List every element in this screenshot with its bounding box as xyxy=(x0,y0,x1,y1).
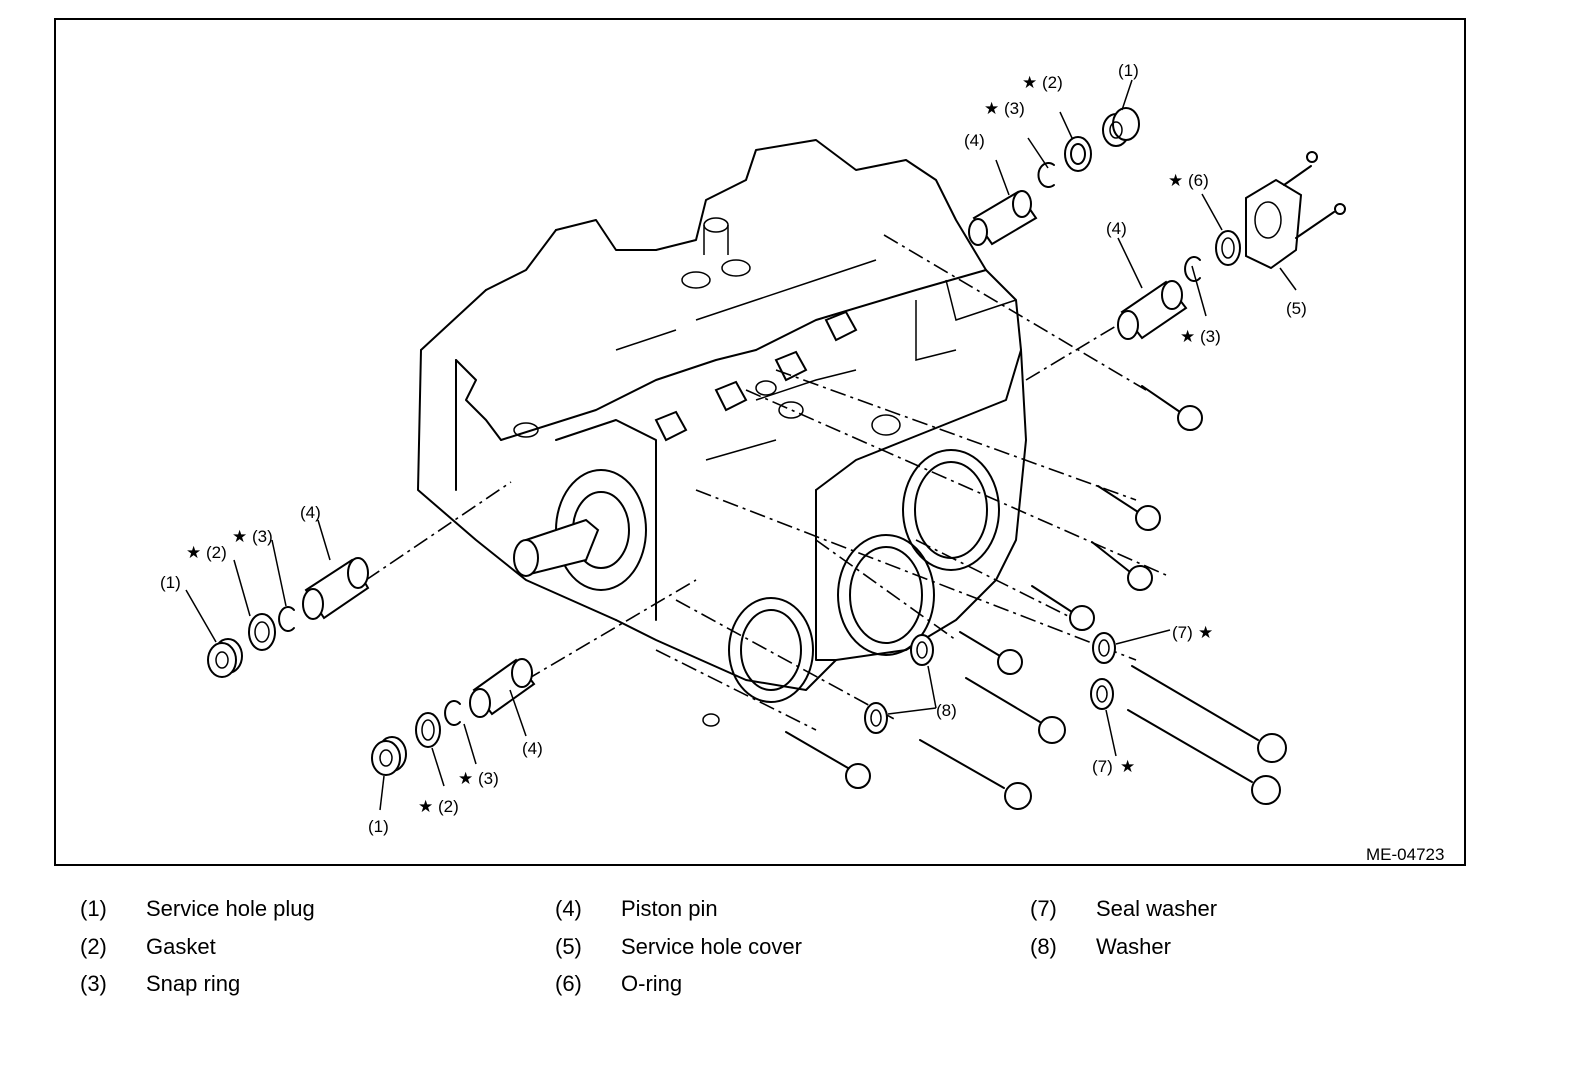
bolt xyxy=(1127,709,1281,805)
legend-label: Service hole cover xyxy=(621,934,802,959)
callout-7-bottom: (7) xyxy=(1092,757,1113,776)
legend-number: (5) xyxy=(555,934,582,959)
legend-number: (4) xyxy=(555,896,582,921)
legend-number: (8) xyxy=(1030,934,1057,959)
legend-number: (1) xyxy=(80,896,107,921)
callout-4-bottom: (4) xyxy=(522,739,543,758)
bolt xyxy=(1131,665,1287,763)
washer-bottom xyxy=(864,702,888,734)
washer-top xyxy=(910,634,934,666)
star-mark: ★ xyxy=(1168,171,1183,190)
service-hole-cover xyxy=(1245,178,1303,270)
bolt xyxy=(965,677,1066,744)
callout-2-bottom: (2) xyxy=(438,797,459,816)
star-mark: ★ xyxy=(1120,757,1135,776)
legend-label: O-ring xyxy=(621,971,683,996)
legend-label: Seal washer xyxy=(1096,896,1218,921)
callout-7-top: (7) xyxy=(1172,623,1193,642)
callout-5: (5) xyxy=(1286,299,1307,318)
star-mark: ★ xyxy=(458,769,473,788)
right-mid-service-hole-assembly xyxy=(1117,151,1346,340)
bolt xyxy=(1097,485,1161,531)
bolt xyxy=(1031,585,1095,631)
seal-washer-top xyxy=(1092,632,1116,664)
callout-8: (8) xyxy=(936,701,957,720)
callout-4-right-mid: (4) xyxy=(1106,219,1127,238)
engine-block-exploded-view: (1) ★ (2) ★ (3) (4) ★ (6) (4) ★ (3) (5) … xyxy=(160,61,1444,864)
seal-washer-bottom xyxy=(1090,678,1114,710)
legend-number: (2) xyxy=(80,934,107,959)
snap-ring-right-mid xyxy=(1184,256,1201,282)
left-service-hole-assembly xyxy=(185,519,370,678)
legend-number: (3) xyxy=(80,971,107,996)
callout-2-left: (2) xyxy=(206,543,227,562)
bolt xyxy=(785,731,871,789)
bolt xyxy=(959,631,1023,675)
callout-3-left: (3) xyxy=(252,527,273,546)
callout-3-bottom: (3) xyxy=(478,769,499,788)
bolt xyxy=(1141,385,1203,431)
legend-number: (7) xyxy=(1030,896,1057,921)
legend-label: Washer xyxy=(1096,934,1171,959)
star-mark: ★ xyxy=(186,543,201,562)
callout-3-right-top: (3) xyxy=(1004,99,1025,118)
gasket-left xyxy=(248,613,276,651)
bolt xyxy=(919,739,1032,810)
bolts xyxy=(785,385,1287,810)
star-mark: ★ xyxy=(232,527,247,546)
callout-1-right-top: (1) xyxy=(1118,61,1139,80)
figure-code: ME-04723 xyxy=(1366,845,1444,864)
star-mark: ★ xyxy=(418,797,433,816)
callout-labels: (1) ★ (2) ★ (3) (4) ★ (6) (4) ★ (3) (5) … xyxy=(160,61,1307,836)
star-mark: ★ xyxy=(1022,73,1037,92)
legend-label: Gasket xyxy=(146,934,216,959)
callout-1-left: (1) xyxy=(160,573,181,592)
star-mark: ★ xyxy=(1198,623,1213,642)
legend-label: Piston pin xyxy=(621,896,718,921)
washers xyxy=(864,629,1171,757)
exploded-diagram-frame: (1) ★ (2) ★ (3) (4) ★ (6) (4) ★ (3) (5) … xyxy=(54,18,1466,866)
callout-6: (6) xyxy=(1188,171,1209,190)
snap-ring-left xyxy=(278,606,295,632)
snap-ring-right-top xyxy=(1037,162,1055,188)
star-mark: ★ xyxy=(1180,327,1195,346)
callout-3-right-mid: (3) xyxy=(1200,327,1221,346)
o-ring xyxy=(1215,230,1241,266)
legend-label: Service hole plug xyxy=(146,896,315,921)
legend-label: Snap ring xyxy=(146,971,241,996)
engine-block xyxy=(417,139,1027,727)
callout-1-bottom: (1) xyxy=(368,817,389,836)
right-top-service-hole-assembly xyxy=(968,79,1140,246)
snap-ring-bottom xyxy=(444,700,461,726)
bolt xyxy=(1091,541,1153,591)
star-mark: ★ xyxy=(984,99,999,118)
legend-number: (6) xyxy=(555,971,582,996)
callout-2-right-top: (2) xyxy=(1042,73,1063,92)
bottom-service-hole-assembly xyxy=(371,658,536,811)
callout-4-left: (4) xyxy=(300,503,321,522)
gasket-bottom xyxy=(415,712,441,748)
callout-4-right-top: (4) xyxy=(964,131,985,150)
